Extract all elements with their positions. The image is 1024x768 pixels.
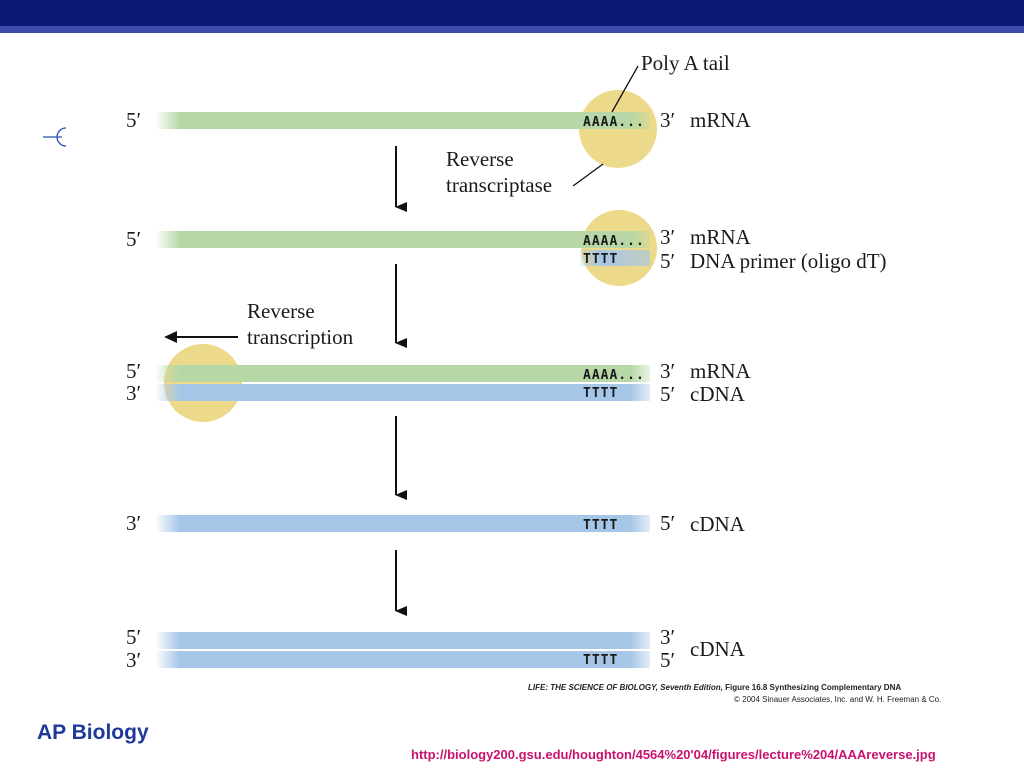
label-5prime-mrna-3: 5′	[126, 359, 141, 383]
label-3prime-cdna-3: 3′	[126, 381, 141, 405]
poly-a-seq-2: AAAA...	[583, 234, 645, 249]
label-3prime-mrna-1: 3′	[660, 108, 675, 132]
figure-credit: LIFE: THE SCIENCE OF BIOLOGY, Seventh Ed…	[528, 682, 941, 706]
cdna-strand-4	[155, 515, 650, 532]
oligo-dt-seq-5: TTTT	[583, 653, 618, 668]
credit-book-title: LIFE: THE SCIENCE OF BIOLOGY, Seventh Ed…	[528, 683, 723, 692]
label-5prime-cdna-5: 5′	[126, 625, 141, 649]
label-5prime-cdna-4: 5′	[660, 511, 675, 535]
label-transcription: transcription	[247, 325, 354, 349]
left-margin-icon	[43, 127, 67, 147]
primer-strand-2	[580, 250, 650, 266]
reverse-transcriptase-blob-3	[164, 344, 242, 422]
label-cdna-3: cDNA	[690, 382, 746, 406]
oligo-dt-seq-4: TTTT	[583, 518, 618, 533]
mrna-strand-2	[155, 231, 650, 248]
poly-a-tail-leader	[611, 65, 639, 113]
top-title-stripe	[0, 26, 1024, 33]
label-cdna-4: cDNA	[690, 512, 746, 536]
label-poly-a-tail: Poly A tail	[641, 51, 730, 75]
label-5prime-cdna-3: 5′	[660, 382, 675, 406]
label-3prime-cdna-5: 3′	[126, 648, 141, 672]
top-title-bar	[0, 0, 1024, 26]
label-3prime-cdna-5-right: 3′	[660, 625, 675, 649]
credit-copyright: © 2004 Sinauer Associates, Inc. and W. H…	[734, 695, 942, 704]
label-reverse-2: Reverse	[247, 299, 315, 323]
transcription-direction-arrowhead	[164, 331, 177, 343]
label-mrna-2: mRNA	[690, 225, 752, 249]
label-dna-primer: DNA primer (oligo dT)	[690, 249, 887, 273]
label-3prime-mrna-3: 3′	[660, 359, 675, 383]
mrna-strand-1	[155, 112, 650, 129]
mrna-strand-3	[155, 365, 650, 382]
oligo-dt-seq-3: TTTT	[583, 386, 618, 401]
label-reverse-1: Reverse	[446, 147, 514, 171]
label-5prime-mrna-2: 5′	[126, 227, 141, 251]
cdna-strand-5-top	[155, 632, 650, 649]
label-cdna-5: cDNA	[690, 637, 746, 661]
transcriptase-leader	[572, 163, 604, 187]
label-5prime-primer-2: 5′	[660, 249, 675, 273]
credit-figure: Figure 16.8 Synthesizing Complementary D…	[725, 683, 902, 692]
label-5prime-mrna-1: 5′	[126, 108, 141, 132]
cdna-strand-5-bottom	[155, 651, 650, 668]
oligo-dt-seq-2: TTTT	[583, 252, 618, 267]
label-transcriptase: transcriptase	[446, 173, 552, 197]
source-url-link[interactable]: http://biology200.gsu.edu/houghton/4564%…	[411, 747, 936, 762]
poly-a-seq-1: AAAA...	[583, 115, 645, 130]
cdna-strand-3	[155, 384, 650, 401]
label-5prime-cdna-5-right: 5′	[660, 648, 675, 672]
poly-a-seq-3: AAAA...	[583, 368, 645, 383]
label-mrna-1: mRNA	[690, 108, 752, 132]
label-3prime-cdna-4: 3′	[126, 511, 141, 535]
course-title: AP Biology	[37, 721, 149, 744]
label-mrna-3: mRNA	[690, 359, 752, 383]
label-3prime-mrna-2: 3′	[660, 225, 675, 249]
